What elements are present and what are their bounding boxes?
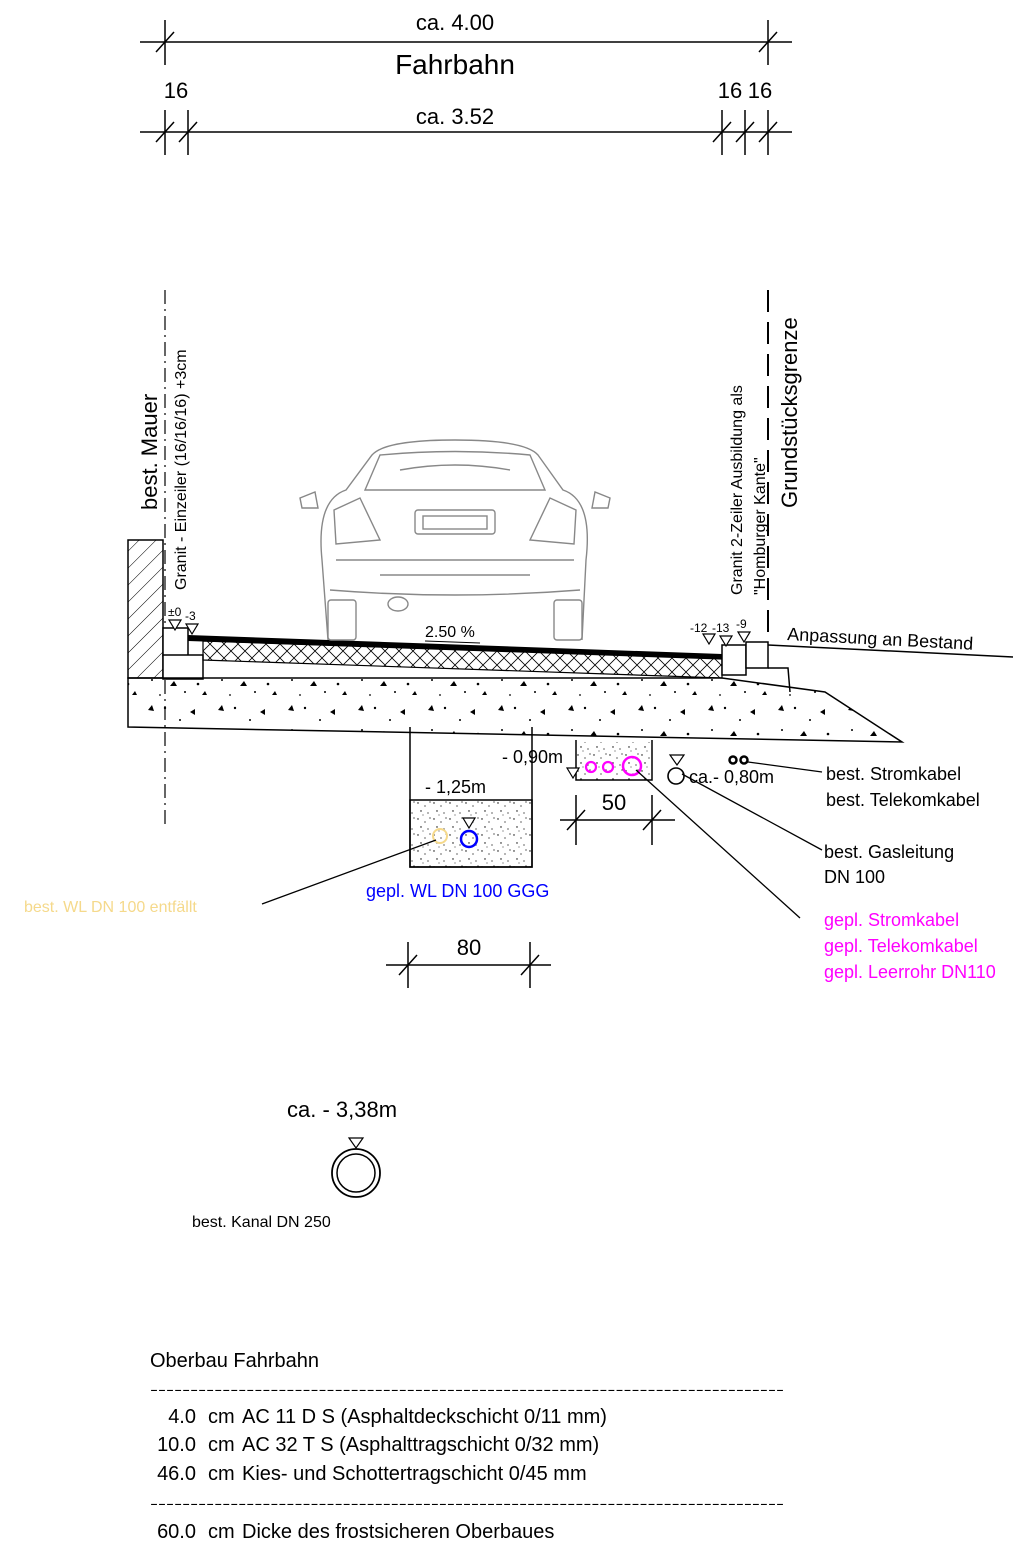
cable-depth-marker [565, 767, 581, 780]
anpassung-label: Anpassung an Bestand [787, 624, 974, 654]
sewer-pipe-inner [336, 1153, 376, 1193]
left-elevation-markers [167, 619, 200, 636]
gas-depth-label: ca.- 0,80m [689, 767, 774, 787]
existing-wall [127, 539, 164, 679]
dimension-50-line [560, 795, 675, 845]
slope-arrow [424, 640, 481, 644]
new-leerrohr-label: gepl. Leerrohr DN110 [824, 962, 996, 982]
grenze-label: Grundstücksgrenze [777, 317, 802, 508]
strom-label: best. Stromkabel [826, 764, 961, 784]
oberbau-row-1-unit: cm [208, 1406, 235, 1428]
existing-gas-pipe [667, 767, 685, 785]
oberbau-row-3-unit: cm [208, 1463, 235, 1485]
gas-label-1: best. Gasleitung [824, 842, 954, 862]
fahrbahn-label: Fahrbahn [395, 49, 515, 80]
right-curb-label-2: "Homburger Kante" [752, 457, 769, 595]
oberbau-separator-top: ----------------------------------------… [150, 1381, 785, 1397]
total-width-label: ca. 4.00 [416, 10, 494, 35]
right-16b-label: 16 [748, 78, 772, 103]
new-conduit-pipe [621, 755, 643, 777]
dimension-50-label: 50 [602, 790, 626, 815]
gas-depth-marker [668, 754, 686, 767]
car-rear-view [299, 439, 611, 641]
oberbau-row-1-desc: AC 11 D S (Asphaltdeckschicht 0/11 mm) [242, 1406, 607, 1428]
oberbau-row-3-thickness: 46.0 [157, 1463, 196, 1485]
water-depth-label: - 1,25m [425, 777, 486, 797]
oberbau-row-2-desc: AC 32 T S (Asphalttragschicht 0/32 mm) [242, 1434, 599, 1456]
inner-width-label: ca. 3.52 [416, 104, 494, 129]
water-depth-marker [461, 817, 477, 830]
right-curb-stone [721, 644, 747, 676]
top-dimension-line [140, 20, 792, 65]
existing-telecom-cable [739, 755, 749, 765]
elev-left-pm0: ±0 [168, 605, 182, 619]
kanal-depth-marker [347, 1137, 365, 1150]
left-curb-stone [162, 627, 189, 657]
leader-lines [261, 761, 823, 919]
new-power-cable [584, 760, 598, 774]
left-curb-label: Granit - Einzeiler (16/16/16) +3cm [173, 349, 190, 590]
right-shoulder [767, 644, 1014, 693]
wl-old-label: best. WL DN 100 entfällt [24, 899, 197, 916]
old-water-pipe [432, 828, 448, 844]
mauer-label: best. Mauer [137, 394, 162, 510]
oberbau-total-thickness: 60.0 [157, 1521, 196, 1543]
wl-new-label: gepl. WL DN 100 GGG [366, 881, 549, 901]
oberbau-title: Oberbau Fahrbahn [150, 1350, 319, 1372]
oberbau-row-2-unit: cm [208, 1434, 235, 1456]
sewer-pipe-outer [331, 1148, 381, 1198]
right-16a-label: 16 [718, 78, 742, 103]
oberbau-row-1-thickness: 4.0 [168, 1406, 196, 1428]
oberbau-total-desc: Dicke des frostsicheren Oberbaues [242, 1521, 554, 1543]
left-16-label: 16 [164, 78, 188, 103]
kanal-depth-label: ca. - 3,38m [287, 1097, 397, 1122]
dimension-80-label: 80 [457, 935, 481, 960]
elev-right-12: -12 [690, 621, 708, 635]
inner-dimension-line [140, 110, 792, 155]
oberbau-row-3-desc: Kies- und Schottertragschicht 0/45 mm [242, 1463, 587, 1485]
cable-depth-label: - 0,90m [502, 747, 563, 767]
new-strom-label: gepl. Stromkabel [824, 910, 959, 930]
existing-power-cable [728, 755, 738, 765]
oberbau-total-unit: cm [208, 1521, 235, 1543]
slope-label: 2.50 % [425, 624, 475, 641]
water-trench-bedding [409, 799, 533, 868]
elev-right-13: -13 [712, 621, 730, 635]
new-telekom-label: gepl. Telekomkabel [824, 936, 978, 956]
oberbau-separator-bottom: ----------------------------------------… [150, 1495, 785, 1511]
right-curb-label-1: Granit 2-Zeiler Ausbildung als [729, 385, 746, 595]
right-elevation-markers [701, 631, 752, 648]
right-curb-stone-2 [745, 641, 769, 669]
kanal-label: best. Kanal DN 250 [192, 1214, 331, 1231]
telekom-label: best. Telekomkabel [826, 790, 980, 810]
elev-right-9: -9 [736, 617, 747, 631]
left-curb-base [162, 654, 204, 680]
asphalt-surface-layer [188, 635, 722, 659]
elev-left-3: -3 [185, 609, 196, 623]
gas-label-2: DN 100 [824, 867, 885, 887]
oberbau-row-2-thickness: 10.0 [157, 1434, 196, 1456]
dimension-80-line [386, 942, 551, 988]
new-telecom-cable [601, 760, 615, 774]
new-water-pipe [459, 829, 479, 849]
gravel-base-layer [127, 677, 905, 743]
